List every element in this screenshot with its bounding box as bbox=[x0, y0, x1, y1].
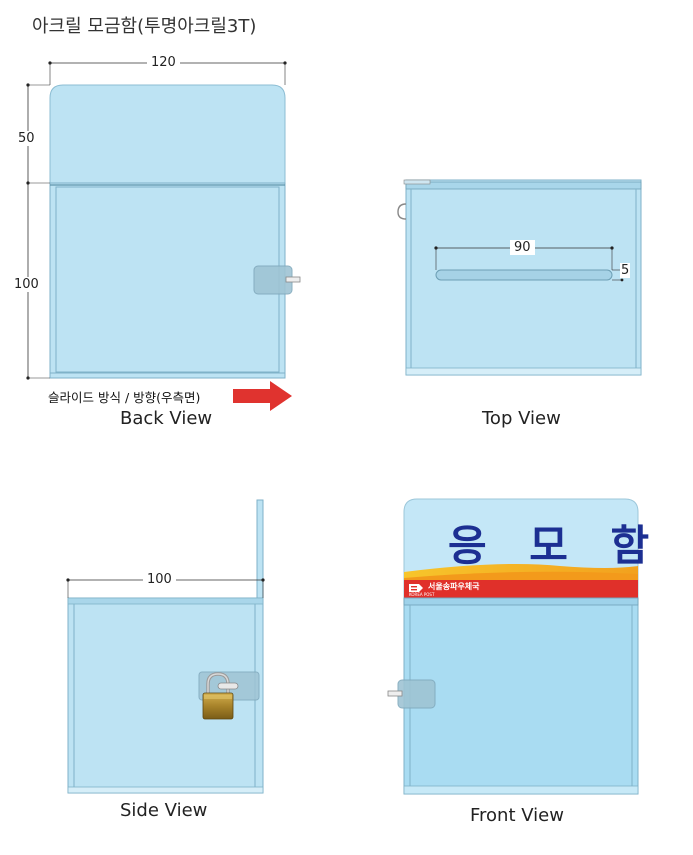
top-view bbox=[397, 179, 642, 376]
label-back-view: Back View bbox=[120, 408, 213, 429]
label-side-view: Side View bbox=[120, 800, 208, 821]
back-view bbox=[26, 61, 301, 411]
sign-org-en: KOREA POST bbox=[409, 592, 435, 597]
padlock-icon bbox=[202, 672, 234, 720]
side-lid-panel bbox=[256, 499, 264, 601]
front-body-panel bbox=[403, 597, 639, 795]
front-red-band bbox=[404, 580, 638, 598]
post-logo-icon bbox=[409, 584, 423, 592]
back-body-panel bbox=[49, 182, 286, 379]
front-hasp bbox=[397, 679, 436, 709]
side-view bbox=[66, 499, 265, 794]
slide-direction-note: 슬라이드 방식 / 방향(우측면) bbox=[48, 390, 201, 405]
dim-slot-height: 5 bbox=[620, 263, 631, 278]
dim-back-width: 120 bbox=[147, 55, 180, 70]
front-view bbox=[387, 498, 639, 795]
back-lid-panel bbox=[49, 84, 286, 184]
dim-side-depth: 100 bbox=[143, 572, 176, 587]
dim-back-body-height: 100 bbox=[10, 277, 43, 292]
sign-org-kr: 서울송파우체국 bbox=[428, 582, 480, 591]
dim-slot-width: 90 bbox=[510, 240, 535, 255]
slide-direction-arrow bbox=[233, 381, 292, 411]
dim-back-lid-height: 50 bbox=[14, 131, 39, 146]
page-title: 아크릴 모금함(투명아크릴3T) bbox=[32, 16, 257, 37]
sign-title: 응 모 함 bbox=[448, 521, 664, 570]
label-top-view: Top View bbox=[482, 408, 561, 429]
coin-slot bbox=[435, 269, 613, 281]
label-front-view: Front View bbox=[470, 805, 564, 826]
